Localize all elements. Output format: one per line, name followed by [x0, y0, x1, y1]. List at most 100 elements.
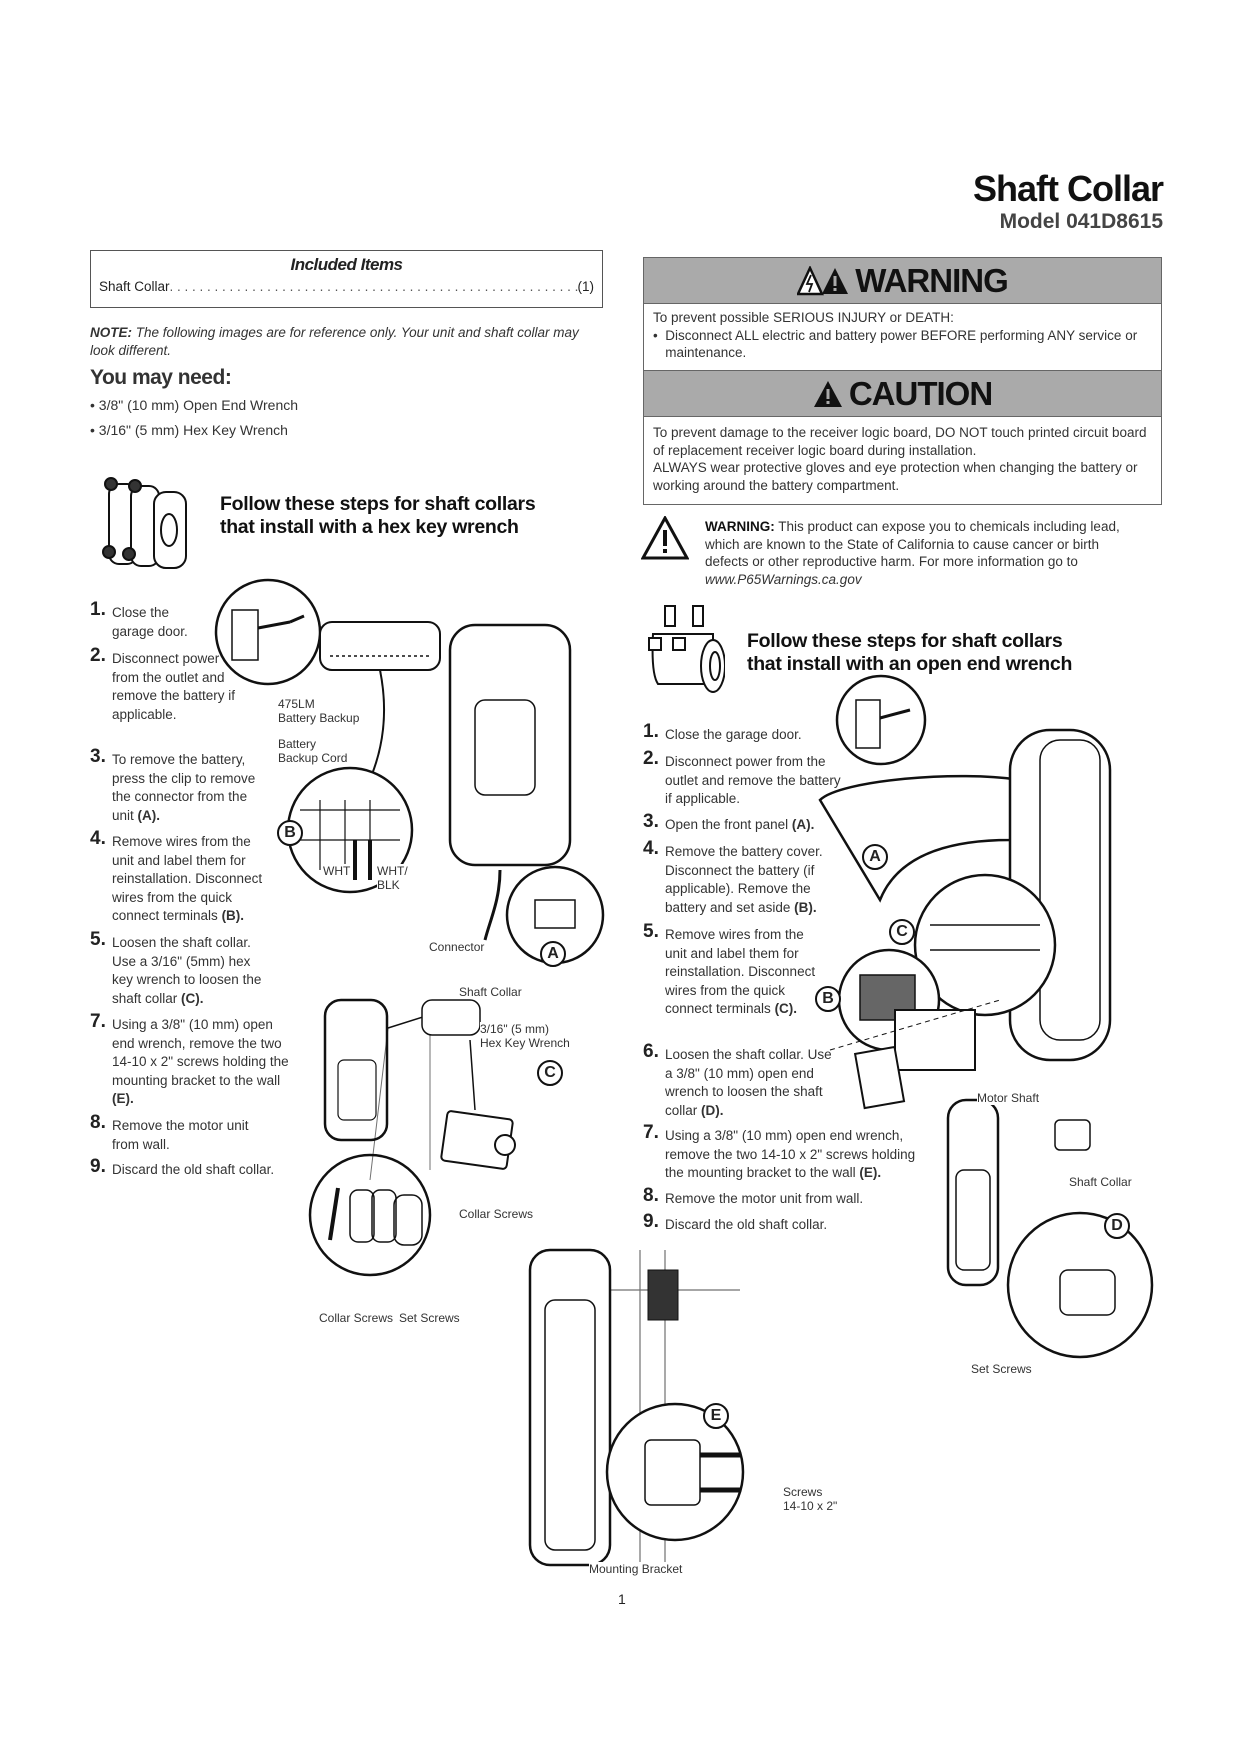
callout-e: E: [703, 1403, 729, 1429]
hex-key-label: 3/16" (5 mm)Hex Key Wrench: [480, 1022, 570, 1050]
included-item-name: Shaft Collar: [99, 279, 170, 294]
step-number: 7.: [643, 1122, 659, 1143]
step-ref: (C).: [774, 1001, 798, 1016]
warning-header: WARNING: [644, 258, 1161, 304]
tool-item: • 3/8" (10 mm) Open End Wrench: [90, 397, 299, 413]
callout-d: D: [1104, 1213, 1130, 1239]
callout-a: A: [862, 844, 888, 870]
step-text: Loosen the shaft collar. Use a 3/8" (10 …: [665, 1047, 832, 1118]
step-number: 9.: [90, 1156, 106, 1177]
label-line: 14-10 x 2": [783, 1499, 838, 1513]
wrench-step-9: 9.Discard the old shaft collar.: [643, 1212, 928, 1235]
step-ref: (A).: [137, 807, 161, 823]
step-number: 6.: [643, 1041, 659, 1062]
step-text: Close the garage door.: [112, 605, 188, 639]
warning-bullet: Disconnect ALL electric and battery powe…: [665, 327, 1138, 361]
label-line: Backup Cord: [278, 751, 348, 765]
caution-line: ALWAYS wear protective gloves and eye pr…: [653, 460, 1138, 493]
step-ref: (D).: [701, 1102, 724, 1118]
hex-step-8: 8.Remove the motor unit from wall.: [90, 1113, 270, 1154]
connector-label: Connector: [429, 940, 485, 954]
set-screws-label: Set Screws: [399, 1311, 460, 1325]
step-number: 4.: [90, 828, 106, 849]
hex-shaft-collar-icon: [102, 477, 187, 569]
step-text: Disconnect power from the outlet and rem…: [112, 651, 236, 722]
step-text: Discard the old shaft collar.: [112, 1162, 275, 1177]
step-text: Remove the motor unit from wall.: [112, 1118, 249, 1152]
step-text: Disconnect power from the outlet and rem…: [665, 754, 841, 806]
page-number: 1: [618, 1591, 626, 1607]
step-text: Open the front panel: [665, 817, 792, 832]
hex-step-1: 1. Close the garage door.: [90, 599, 200, 641]
leader-dots: . . . . . . . . . . . . . . . . . . . . …: [169, 279, 578, 294]
step-ref: (E).: [859, 1165, 882, 1180]
step-ref: (C).: [181, 990, 204, 1006]
set-screws-label: Set Screws: [971, 1362, 1032, 1376]
wrench-step-6: 6. Loosen the shaft collar. Use a 3/8" (1…: [643, 1041, 833, 1120]
label-line: WHT/: [377, 864, 408, 878]
collar-screws-label-2: Collar Screws: [319, 1311, 394, 1325]
included-items-heading: Included Items: [290, 255, 403, 274]
caution-title: CAUTION: [848, 374, 993, 412]
wrench-step-5: 5. Remove wires from the unit and label t…: [643, 921, 823, 1019]
prop65-text: This product can expose you to chemicals…: [705, 519, 1120, 569]
label-line: 3/16" (5 mm): [480, 1022, 549, 1036]
step-text: Close the garage door.: [665, 727, 802, 742]
wht-wire-label: WHT: [323, 864, 351, 878]
label-line: Battery: [278, 737, 317, 751]
note: NOTE: The following images are for refer…: [90, 324, 600, 360]
step-number: 3.: [643, 811, 659, 832]
callout-b: B: [815, 986, 841, 1012]
heading-line: Follow these steps for shaft collars: [220, 493, 536, 515]
motor-shaft-label: Motor Shaft: [977, 1091, 1040, 1105]
prop65-warning-icon: [641, 516, 689, 560]
label-line: BLK: [377, 878, 400, 892]
step-number: 1.: [90, 599, 106, 620]
prop65-link[interactable]: www.P65Warnings.ca.gov: [705, 571, 862, 587]
step-text: Loosen the shaft collar. Use a 3/16" (5m…: [112, 935, 262, 1006]
document-title: Shaft Collar: [972, 168, 1164, 209]
wrench-step-1: 1. Close the garage door.: [643, 721, 843, 745]
warning-text: To prevent possible SERIOUS INJURY or DE…: [644, 304, 1161, 371]
hex-step-5: 5.Loosen the shaft collar. Use a 3/16" (…: [90, 930, 270, 1008]
hex-step-2: 2.Disconnect power from the outlet and r…: [90, 646, 242, 724]
caution-line: To prevent damage to the receiver logic …: [653, 425, 1147, 458]
tool-item: • 3/16" (5 mm) Hex Key Wrench: [90, 422, 288, 438]
step-number: 4.: [643, 838, 659, 859]
hex-step-4: 4.Remove wires from the unit and label t…: [90, 828, 275, 926]
callout-c: C: [537, 1060, 563, 1086]
step-text: Using a 3/8" (10 mm) open end wrench, re…: [665, 1128, 916, 1180]
step-number: 2.: [643, 748, 659, 769]
warning-line: To prevent possible SERIOUS INJURY or DE…: [653, 310, 954, 325]
wrench-step-2: 2. Disconnect power from the outlet and r…: [643, 748, 848, 809]
step-text: Using a 3/8" (10 mm) open end wrench, re…: [112, 1017, 289, 1088]
wrench-step-8: 8.Remove the motor unit from wall.: [643, 1186, 928, 1209]
wrench-step-3: 3.Open the front panel (A).: [643, 811, 853, 835]
step-number: 7.: [90, 1011, 106, 1032]
label-line: 475LM: [278, 697, 315, 711]
safety-box: WARNING To prevent possible SERIOUS INJU…: [643, 257, 1162, 505]
step-number: 3.: [90, 746, 106, 767]
step-number: 5.: [643, 921, 659, 942]
caution-text: To prevent damage to the receiver logic …: [644, 417, 1161, 499]
prop65-label: WARNING:: [705, 519, 775, 534]
step-ref: (B).: [794, 899, 817, 915]
shaft-collar-label: Shaft Collar: [1069, 1175, 1132, 1189]
model-number: Model 041D8615: [999, 210, 1163, 233]
step-text: Discard the old shaft collar.: [665, 1217, 828, 1232]
shaft-collar-label: Shaft Collar: [459, 985, 522, 999]
step-number: 1.: [643, 721, 659, 742]
step-text: Remove wires from the unit and label the…: [665, 927, 816, 1016]
step-ref: (E).: [112, 1091, 134, 1106]
heading-line: Follow these steps for shaft collars: [747, 630, 1063, 652]
callout-b: B: [277, 820, 303, 846]
note-label: NOTE:: [90, 325, 132, 340]
callout-a: A: [540, 941, 566, 967]
wrench-step-7: 7. Using a 3/8" (10 mm) open end wrench, …: [643, 1122, 928, 1183]
prop65-warning: WARNING: This product can expose you to …: [705, 518, 1125, 588]
